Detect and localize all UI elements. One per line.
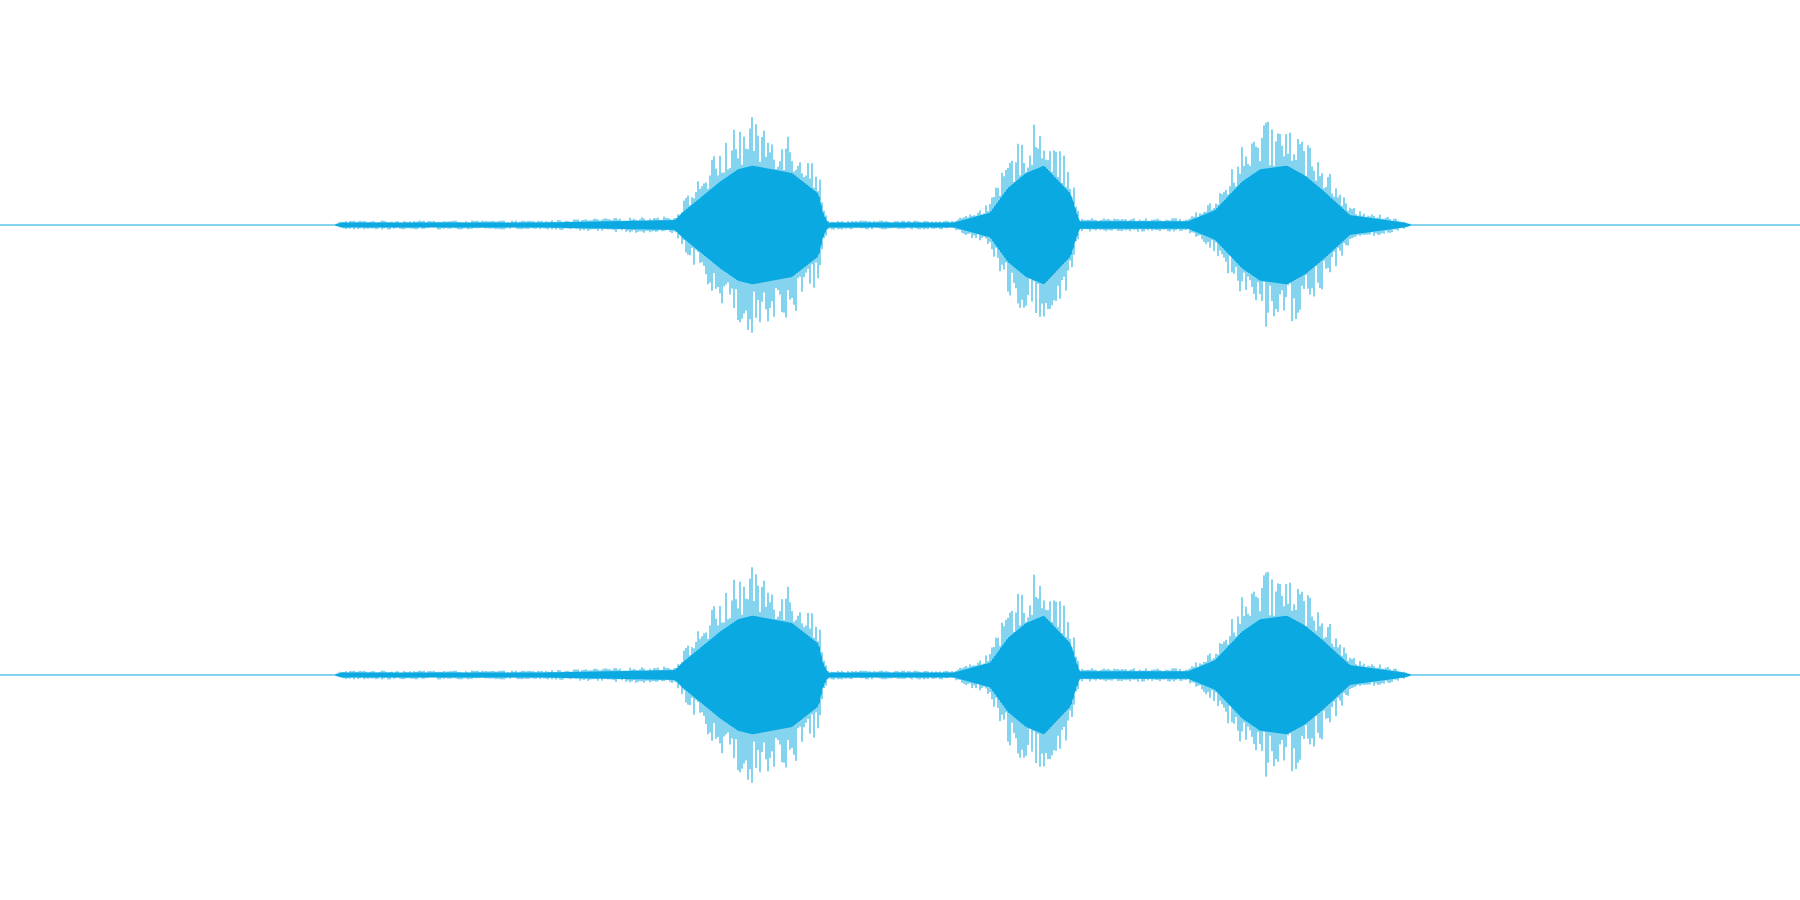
channel-1-waveform-spikes	[335, 117, 1411, 333]
channel-1-waveform	[0, 117, 1800, 333]
channel-2-waveform	[0, 567, 1800, 783]
channel-2-waveform-spikes	[335, 567, 1411, 783]
